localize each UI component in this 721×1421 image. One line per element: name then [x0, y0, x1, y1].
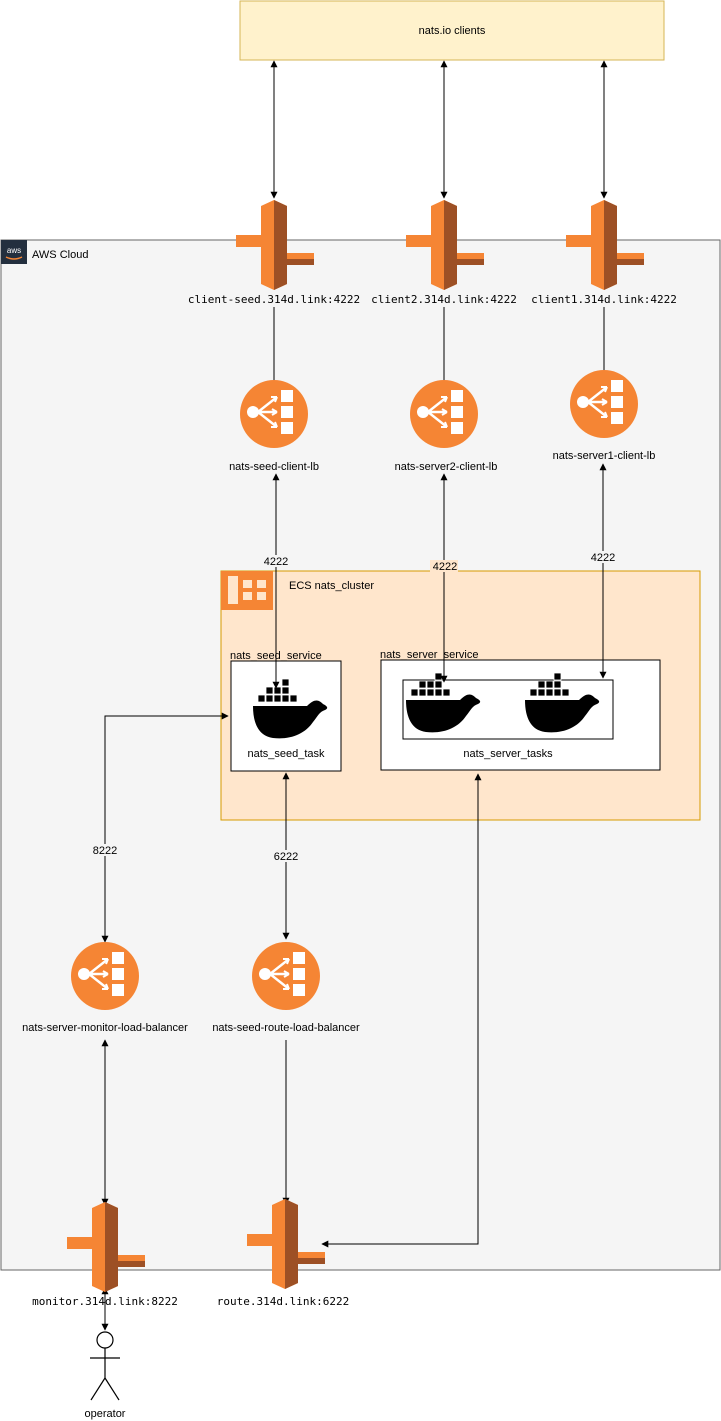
lb-label-seed-client: nats-seed-client-lb [229, 461, 319, 473]
seed-task-label: nats_seed_task [247, 748, 325, 760]
lb-label-monitor: nats-server-monitor-load-balancer [22, 1022, 188, 1034]
dns-label-client1: client1.314d.link:4222 [531, 293, 677, 306]
aws-cloud-label: AWS Cloud [32, 249, 88, 261]
server-service-label: nats_server_service [380, 649, 478, 661]
dns-label-route: route.314d.link:6222 [217, 1295, 349, 1308]
edge-route-dns-server [321, 773, 482, 1248]
lb-label-server1-client: nats-server1-client-lb [553, 450, 656, 462]
elb-route-icon [250, 940, 322, 1012]
dns-label-client-seed: client-seed.314d.link:4222 [188, 293, 360, 306]
elb-monitor-icon [69, 940, 141, 1012]
ecs-cluster-label: ECS nats_cluster [289, 580, 374, 592]
aws-logo-icon: aws [1, 240, 27, 264]
operator-actor-icon [90, 1331, 120, 1401]
port-label-seed-client: 4222 [264, 556, 288, 568]
elb-seed-client-icon [238, 378, 310, 450]
nats-clients-box [239, 0, 665, 61]
ecs-icon [221, 571, 273, 610]
dns-label-client2: client2.314d.link:4222 [371, 293, 517, 306]
port-label-server1-client: 4222 [591, 552, 615, 564]
lb-label-server2-client: nats-server2-client-lb [395, 461, 498, 473]
operator-label: operator [85, 1408, 126, 1420]
port-label-monitor: 8222 [93, 845, 117, 857]
lb-label-route: nats-seed-route-load-balancer [212, 1022, 360, 1034]
svg-text:aws: aws [7, 246, 21, 255]
port-label-route: 6222 [274, 851, 298, 863]
edge-monitor-lb-seed [101, 712, 229, 943]
server-tasks-label: nats_server_tasks [463, 748, 553, 760]
dns-label-monitor: monitor.314d.link:8222 [32, 1295, 178, 1308]
port-label-server2-client: 4222 [433, 561, 457, 573]
nats-clients-label: nats.io clients [419, 25, 486, 37]
elb-server1-client-icon [568, 368, 640, 440]
elb-server2-client-icon [408, 378, 480, 450]
